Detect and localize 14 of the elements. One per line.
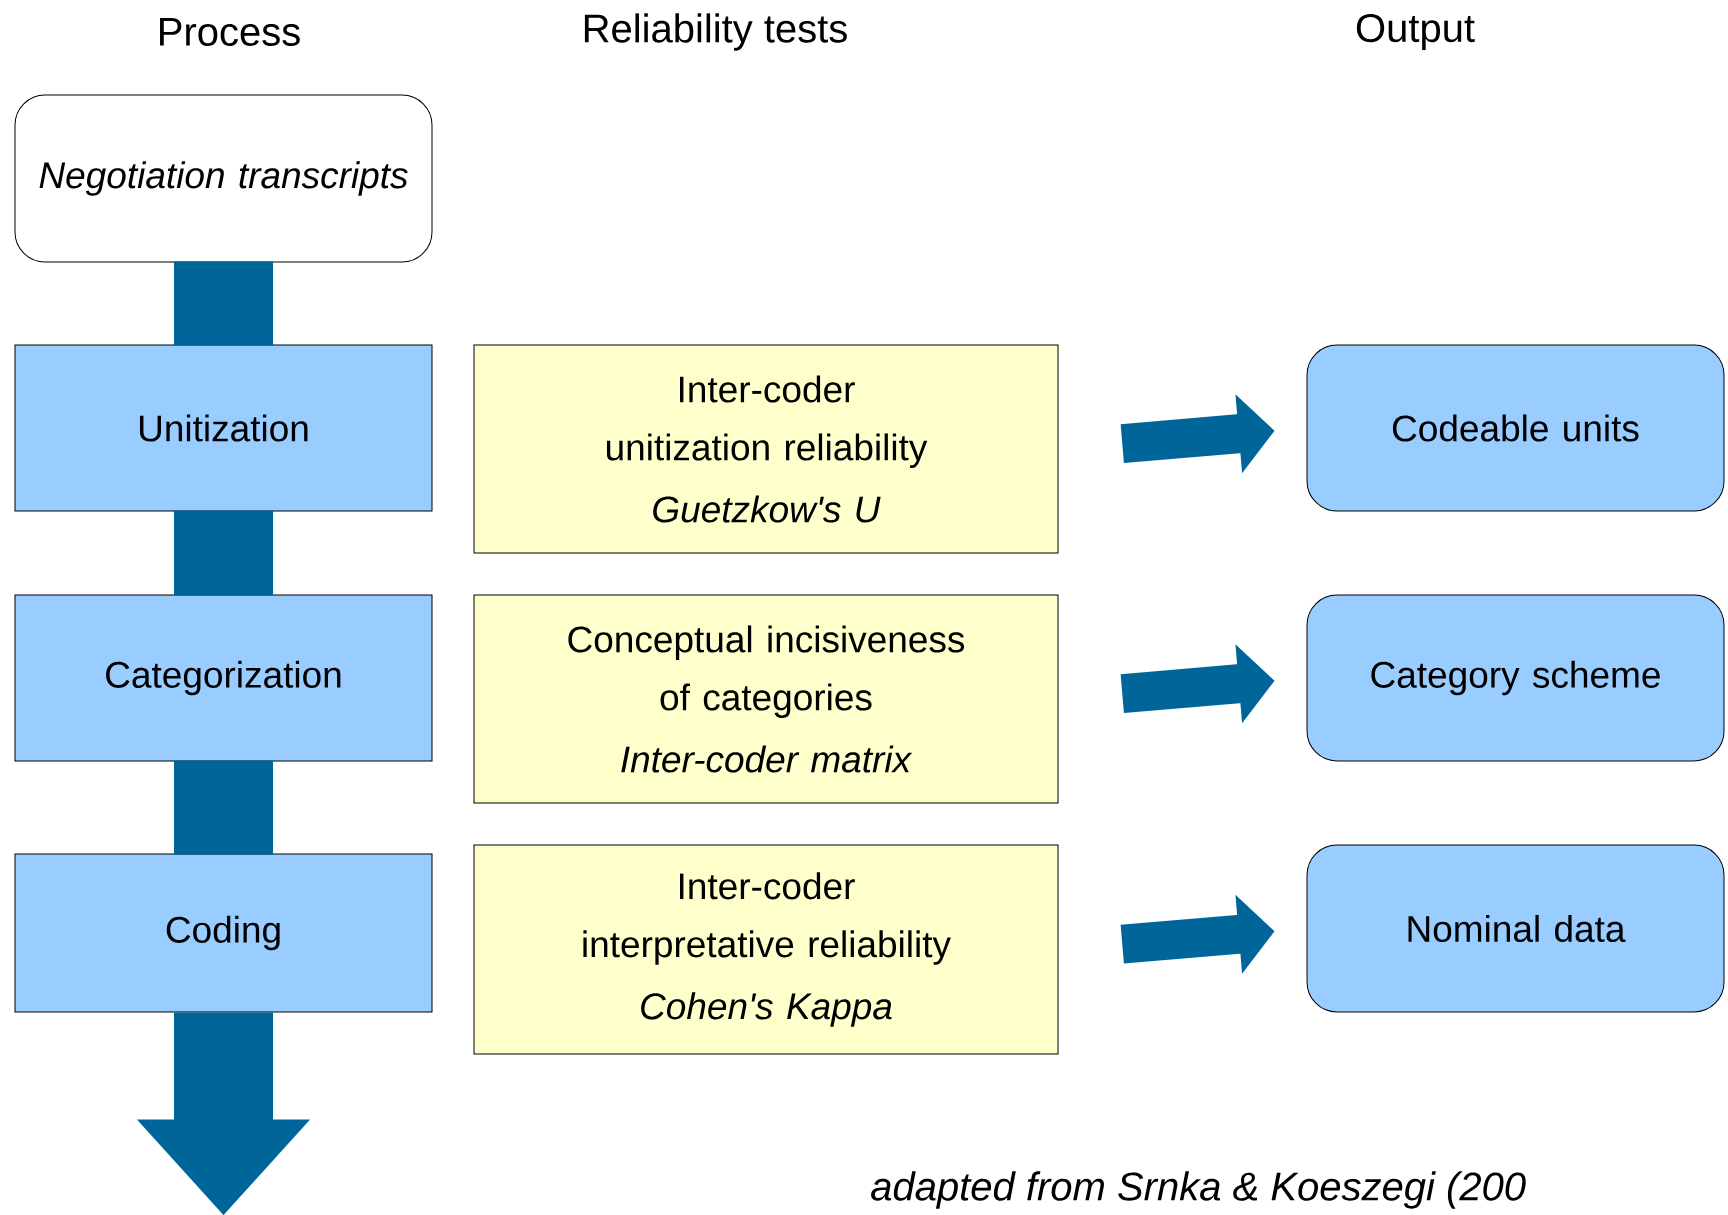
test-box: Inter-coder interpretative reliability Cohen's Kappa: [473, 844, 1059, 1055]
process-box: Unitization: [14, 344, 433, 512]
test-box: Conceptual incisiveness of categories Inter-coder matrix: [473, 594, 1059, 804]
start-box: Negotiation transcripts: [14, 94, 433, 263]
output-box: Nominal data: [1306, 844, 1725, 1013]
column-header: Output: [1356, 13, 1475, 51]
column-header: Reliability tests: [584, 13, 847, 51]
output-box: Codeable units: [1306, 344, 1725, 512]
column-header: Process: [160, 18, 300, 46]
source-note: adapted from Srnka & Koeszegi (200: [871, 1171, 1526, 1209]
test-box: Inter-coder unitization reliability Guetzkow's U: [473, 344, 1059, 554]
process-box: Categorization: [14, 594, 433, 762]
process-box: Coding: [14, 853, 433, 1013]
output-box: Category scheme: [1306, 594, 1725, 762]
